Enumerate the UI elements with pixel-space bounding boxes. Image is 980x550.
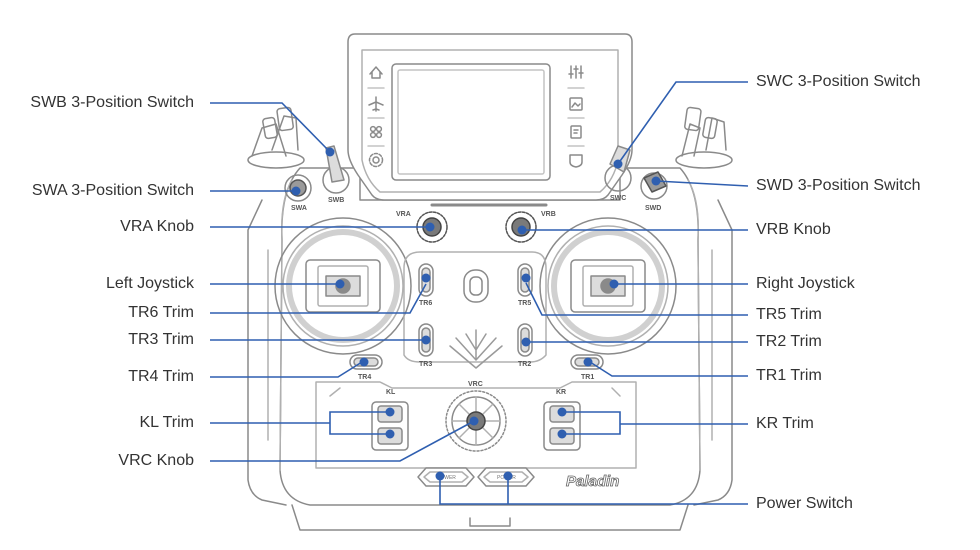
callout-dot-tr6 — [421, 273, 431, 283]
callout-dot-tr1 — [583, 357, 593, 367]
panel-label-swa: SWA — [291, 205, 307, 212]
callout-dot-swc — [613, 159, 623, 169]
callout-label-vrc: VRC Knob — [118, 452, 194, 469]
right-antenna-switches — [675, 106, 733, 169]
panel-label-vra: VRA — [396, 211, 411, 218]
callout-line-tr1 — [589, 361, 748, 377]
callout-label-tr3: TR3 Trim — [128, 331, 194, 348]
panel-label-kl: KL — [386, 389, 396, 396]
callout-dot-kr-bottom — [557, 429, 567, 439]
callout-line-swc — [617, 81, 748, 165]
left-antenna-switches — [247, 106, 305, 169]
center-panel — [403, 251, 547, 363]
callout-line-swb — [210, 102, 331, 153]
callout-line-tr6 — [210, 283, 427, 314]
callout-dot-tr5 — [521, 273, 531, 283]
callout-dot-left-joystick — [335, 279, 345, 289]
clipboard-edit-icon — [570, 125, 582, 139]
callout-line-tr5 — [525, 282, 748, 316]
callout-dot-swa — [291, 186, 301, 196]
callout-label-swa: SWA 3-Position Switch — [31, 182, 194, 199]
panel-label-tr5: TR5 — [518, 300, 531, 307]
panel-label-tr1: TR1 — [581, 374, 594, 381]
panel-label-kr: KR — [556, 389, 566, 396]
apps-icon — [369, 125, 383, 139]
panel-label-vrc: VRC — [468, 381, 483, 388]
callout-label-swc: SWC 3-Position Switch — [756, 73, 921, 90]
sliders-icon — [568, 65, 584, 79]
gear-icon — [368, 152, 384, 168]
callout-label-tr4: TR4 Trim — [128, 368, 194, 385]
callout-label-kr: KR Trim — [756, 415, 814, 432]
shield-edit-icon — [569, 154, 583, 168]
callout-line-power — [439, 476, 748, 505]
home-icon — [369, 66, 383, 79]
panel-label-tr4: TR4 — [358, 374, 371, 381]
panel-label-swd: SWD — [645, 205, 661, 212]
right-grip — [693, 199, 733, 506]
image-edit-icon — [569, 97, 583, 111]
callout-dot-power-left — [435, 471, 445, 481]
callout-line-vrc — [210, 420, 475, 462]
callout-dot-vra — [425, 222, 435, 232]
left-grip — [247, 199, 287, 506]
bottom-base — [291, 504, 689, 531]
callout-dot-tr2 — [521, 337, 531, 347]
lower-panel — [315, 381, 637, 469]
callout-label-vra: VRA Knob — [120, 218, 194, 235]
callout-label-tr6: TR6 Trim — [128, 304, 194, 321]
callout-label-swd: SWD 3-Position Switch — [756, 177, 921, 194]
callout-label-vrb: VRB Knob — [756, 221, 831, 238]
right-joystick — [539, 217, 677, 355]
panel-label-tr6: TR6 — [419, 300, 432, 307]
callout-dot-kl-bottom — [385, 429, 395, 439]
callout-dot-vrb — [517, 225, 527, 235]
panel-label-power-left: POWER — [437, 475, 456, 481]
panel-label-vrb: VRB — [541, 211, 556, 218]
lcd-screen — [391, 63, 551, 181]
callout-dot-vrc — [469, 416, 479, 426]
callout-dot-right-joystick — [609, 279, 619, 289]
callout-line-kr — [562, 411, 748, 435]
panel-label-tr3: TR3 — [419, 361, 432, 368]
center-emblem-icon — [449, 329, 503, 369]
callout-label-tr2: TR2 Trim — [756, 333, 822, 350]
callout-dot-swd — [651, 176, 661, 186]
callout-label-tr5: TR5 Trim — [756, 306, 822, 323]
callout-dot-tr4 — [359, 357, 369, 367]
callout-label-power: Power Switch — [756, 495, 853, 512]
callout-line-kl — [210, 411, 390, 435]
callout-line-tr4 — [210, 361, 363, 378]
callout-label-left-joystick: Left Joystick — [105, 275, 194, 292]
callout-dot-tr3 — [421, 335, 431, 345]
callout-label-right-joystick: Right Joystick — [756, 275, 855, 292]
callout-dot-power-right — [503, 471, 513, 481]
power-button-left — [417, 467, 475, 487]
panel-label-swb: SWB — [328, 197, 344, 204]
callout-label-kl: KL Trim — [139, 414, 194, 431]
callout-dot-kl-top — [385, 407, 395, 417]
callout-label-tr1: TR1 Trim — [756, 367, 822, 384]
callout-label-swb: SWB 3-Position Switch — [30, 94, 194, 111]
brand-logo: Paladin — [566, 473, 619, 490]
callout-dot-swb — [325, 147, 335, 157]
panel-label-tr2: TR2 — [518, 361, 531, 368]
callout-dot-kr-top — [557, 407, 567, 417]
panel-label-swc: SWC — [610, 195, 626, 202]
center-logo-button — [463, 269, 489, 303]
plane-icon — [368, 96, 384, 112]
screen-housing — [347, 33, 633, 201]
callout-line-swd — [655, 180, 749, 187]
